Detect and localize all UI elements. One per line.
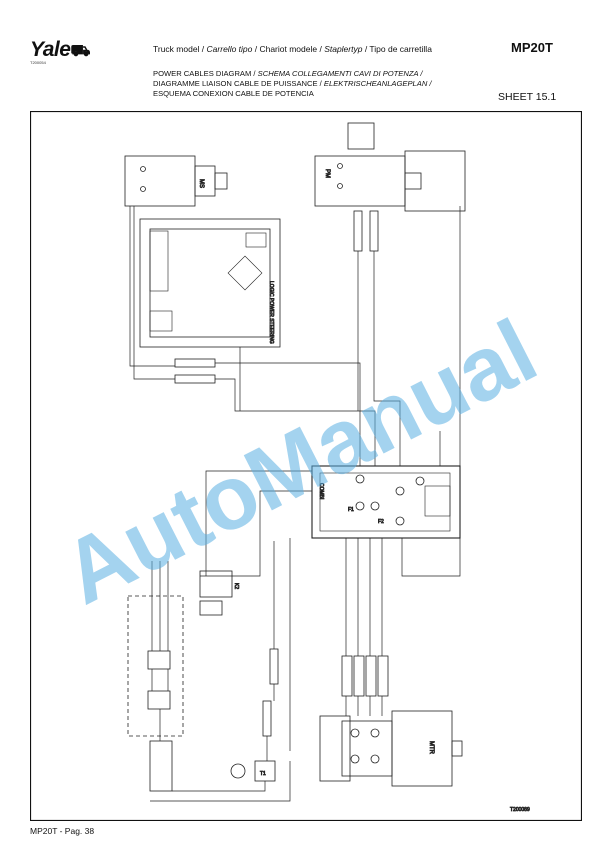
combi-label: COMBI <box>318 483 324 499</box>
truck-model-line: Truck model / Carrello tipo / Chariot mo… <box>153 44 432 54</box>
diagram-title-line-3: ESQUEMA CONEXION CABLE DE POTENCIA <box>153 89 314 98</box>
t1-label: T1 <box>260 771 266 777</box>
k2-label: K2 <box>233 583 239 589</box>
battery-connector-box <box>127 595 184 737</box>
power-cables <box>129 206 461 802</box>
ms-motor: MS <box>124 155 228 207</box>
f2-label: F2 <box>378 519 384 525</box>
sheet-number: SHEET 15.1 <box>498 91 557 103</box>
fuse-mtr-2 <box>353 655 365 697</box>
fuse-left-1 <box>174 358 216 368</box>
fuse-pm-2 <box>369 210 379 252</box>
diagram-title-line-2: DIAGRAMME LIAISON CABLE DE PUISSANCE / E… <box>153 79 432 88</box>
battery-plug <box>149 740 173 792</box>
f1-label: F1 <box>348 507 354 513</box>
connector-upper <box>147 650 171 670</box>
yale-logo: Yale⛟ <box>30 38 91 61</box>
model-number: MP20T <box>511 40 553 55</box>
logic-label: LOGIC POWER STEERING <box>268 281 274 344</box>
fuse-left-2 <box>174 374 216 384</box>
fuse-mtr-4 <box>377 655 389 697</box>
logic-power-steering-unit: LOGIC POWER STEERING <box>139 218 281 348</box>
mtr-motor: MTR <box>319 710 463 787</box>
fuse-t1-2 <box>262 700 272 737</box>
k2-relay: K2 <box>199 570 239 616</box>
fuse-mtr-1 <box>341 655 353 697</box>
truck-logo-icon: ⛟ <box>70 43 91 60</box>
page-footer: MP20T - Pag. 38 <box>30 826 95 836</box>
pm-motor: PM <box>314 122 466 212</box>
combi-controller: COMBI F1 F2 <box>311 465 461 539</box>
wiring-diagram: MS LOGIC POWER STEERING PM <box>30 111 582 821</box>
diagram-border <box>30 111 582 821</box>
connector-lower <box>147 690 171 710</box>
logo-code: T200054 <box>30 60 46 65</box>
pm-label: PM <box>324 169 330 178</box>
fuse-t1-1 <box>269 648 279 685</box>
fuse-pm-1 <box>353 210 363 252</box>
mtr-label: MTR <box>428 741 434 755</box>
ms-label: MS <box>198 179 204 188</box>
fuse-mtr-3 <box>365 655 377 697</box>
t1-switch: T1 <box>230 760 276 782</box>
drawing-ref: T200089 <box>510 807 530 813</box>
diagram-title-line-1: POWER CABLES DIAGRAM / SCHEMA COLLEGAMEN… <box>153 69 423 78</box>
